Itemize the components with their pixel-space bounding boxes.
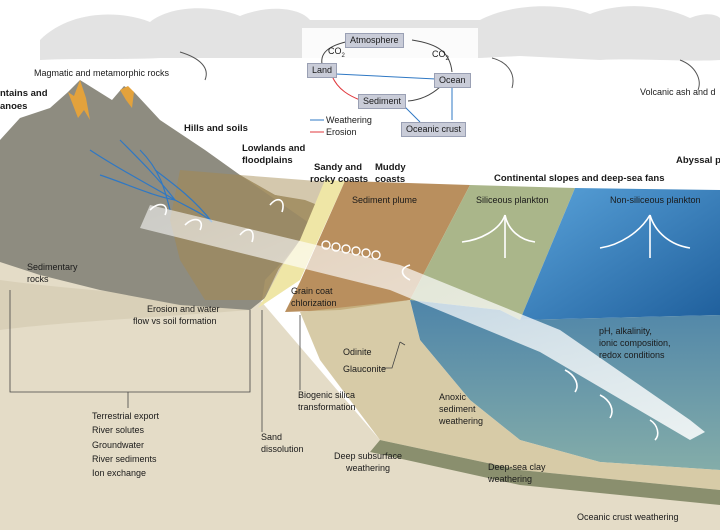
list-item: River solutes [92, 425, 145, 436]
label-flow-soil: flow vs soil formation [133, 316, 217, 326]
label-redox: redox conditions [599, 350, 665, 360]
terrestrial-list: Terrestrial export River solutes Groundw… [92, 409, 159, 480]
label-nonsiliceous-plankton: Non-siliceous plankton [610, 195, 701, 205]
plume-coils [321, 240, 381, 260]
label-sandy: Sandy and [314, 162, 363, 173]
list-item: Terrestrial export [92, 411, 160, 421]
label-anoxic-weathering: weathering [439, 416, 484, 426]
label-deep-sea-clay: Deep-sea clay [488, 462, 546, 472]
label-muddy-coasts: coasts [375, 174, 406, 185]
label-chlorization: chlorization [291, 298, 337, 308]
label-abyssal: Abyssal p [676, 155, 720, 166]
lava-left [68, 80, 90, 120]
list-item: Ion exchange [92, 468, 147, 479]
label-rocky-coasts: rocky coasts [310, 174, 369, 185]
plankton-arrows [461, 214, 691, 258]
label-sediment-plume: Sediment plume [352, 195, 418, 205]
node-sediment: Sediment [358, 94, 407, 109]
label-anoxic-sediment: sediment [439, 404, 476, 414]
list-item: Groundwater [92, 439, 145, 450]
co2-left-label: CO2 [328, 46, 345, 59]
label-hills-soils: Hills and soils [184, 123, 248, 134]
label-dissolution: dissolution [261, 444, 304, 454]
label-ionic: ionic composition, [599, 338, 671, 348]
node-atmosphere: Atmosphere [345, 33, 404, 48]
label-volcanic-ash: Volcanic ash and d [640, 87, 716, 97]
node-land: Land [307, 63, 338, 78]
lower-slab [0, 280, 258, 330]
label-anoxic: Anoxic [439, 392, 467, 402]
river-network [89, 139, 213, 223]
ocean-depth [410, 300, 720, 470]
leader-lines [9, 290, 406, 432]
label-oceanic-crust-weathering: Oceanic crust weathering [577, 512, 679, 522]
label-sand: Sand [261, 432, 283, 442]
transport-arrow [140, 205, 705, 440]
label-biogenic-silica: Biogenic silica [298, 390, 356, 400]
label-sedimentary: Sedimentary [27, 262, 78, 272]
label-erosion-water: Erosion and water [147, 304, 220, 314]
lowland-band [240, 175, 330, 300]
label-rocks: rocks [27, 274, 49, 284]
label-volcanoes: anoes [0, 101, 28, 112]
label-mountains: ntains and [0, 88, 48, 99]
label-deep-subsurface: Deep subsurface [334, 451, 403, 461]
co2-right-label: CO2 [432, 49, 449, 62]
abyss-layer [370, 440, 720, 505]
label-siliceous-plankton: Siliceous plankton [476, 195, 549, 205]
label-muddy: Muddy [375, 162, 406, 173]
label-deep-subsurface-weathering: weathering [346, 463, 391, 473]
label-deep-sea-clay-weathering: weathering [488, 474, 533, 484]
slope-face [300, 300, 720, 490]
node-ocean: Ocean [434, 73, 471, 88]
label-odinite: Odinite [343, 347, 372, 357]
label-grain-coat: Grain coat [291, 286, 333, 296]
list-item: River sediments [92, 453, 157, 464]
label-continental-slopes: Continental slopes and deep-sea fans [494, 173, 665, 184]
muddy-shelf [285, 181, 470, 312]
label-glauconite: Glauconite [343, 364, 387, 374]
label-lowlands: Lowlands and [242, 143, 306, 154]
legend-weathering: Weathering [326, 115, 372, 125]
lava-right [120, 86, 134, 108]
label-ph: pH, alkalinity, [599, 326, 652, 336]
ocean-surface [520, 188, 720, 320]
label-transformation: transformation [298, 402, 356, 412]
cycle-arrows [310, 39, 453, 133]
node-oceanic-crust: Oceanic crust [401, 122, 467, 137]
atmosphere-arrows [179, 51, 700, 91]
flow-arrows [149, 198, 659, 441]
label-magmatic-rocks: Magmatic and metamorphic rocks [34, 68, 170, 78]
label-floodplains: floodplains [242, 155, 293, 166]
legend-erosion: Erosion [326, 127, 357, 137]
